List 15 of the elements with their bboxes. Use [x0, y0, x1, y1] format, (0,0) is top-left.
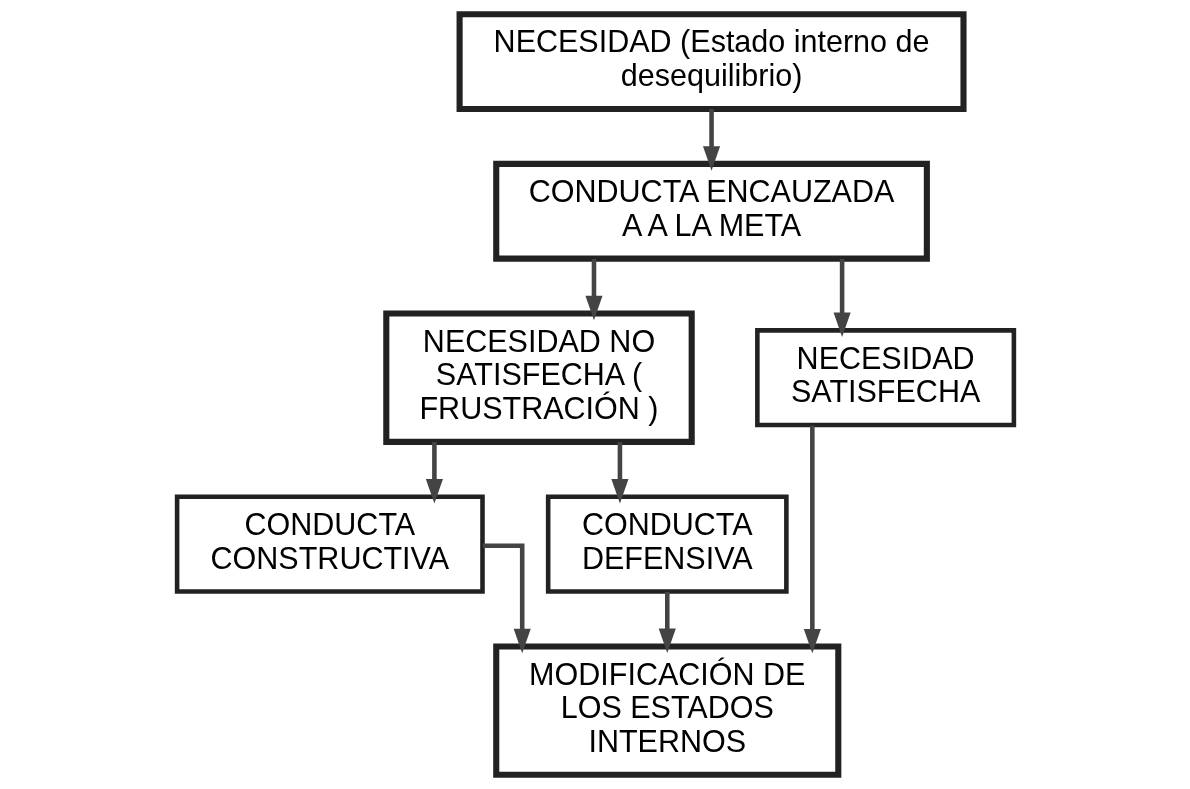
node-box: NECESIDAD SATISFECHA: [754, 328, 1016, 428]
node-box: MODIFICACIÓN DE LOS ESTADOS INTERNOS: [492, 643, 841, 778]
node-box: NECESIDAD (Estado interno de desequilibrio): [456, 11, 967, 112]
arrow: [833, 258, 851, 337]
node-box: CONDUCTA CONSTRUCTIVA: [174, 494, 485, 594]
arrow: [658, 591, 676, 654]
node-box: NECESIDAD NO SATISFECHA ( FRUSTRACIÓN ): [382, 310, 695, 445]
node-box: CONDUCTA ENCAUZADA A A LA META: [492, 160, 930, 262]
arrow: [803, 425, 821, 654]
arrow: [584, 258, 603, 321]
arrow: [702, 108, 720, 171]
arrow: [482, 543, 531, 654]
node-box: CONDUCTA DEFENSIVA: [545, 494, 789, 594]
arrow: [425, 442, 443, 504]
arrow: [610, 442, 628, 504]
